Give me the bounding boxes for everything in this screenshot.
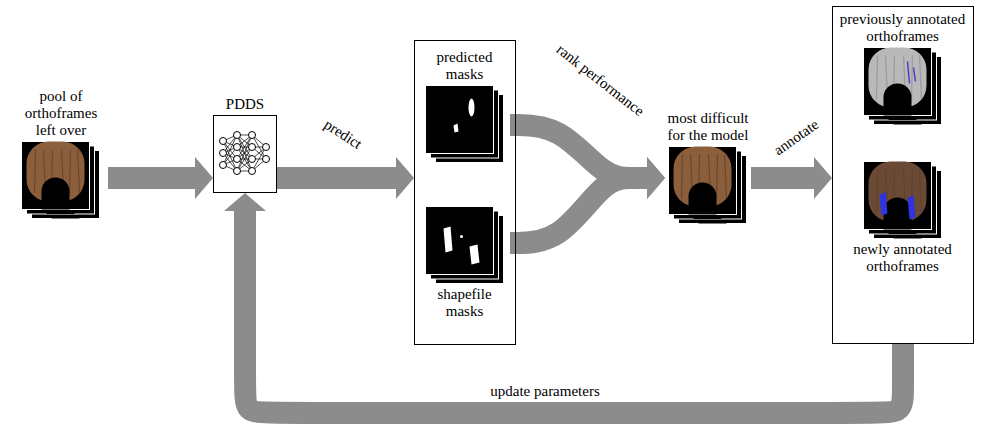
- network-neuron: [263, 144, 270, 151]
- image-stack-picture: [425, 206, 505, 284]
- pipe-notch: [689, 183, 717, 215]
- wood-grain: [70, 150, 71, 194]
- defect-mark: [907, 196, 915, 220]
- flow-ribbon: [751, 167, 814, 189]
- image-stack: newly annotated orthoframes: [837, 159, 968, 275]
- arrow-head: [195, 157, 213, 199]
- image-stack-picture: [863, 47, 943, 125]
- flow-arrow: [277, 157, 414, 199]
- flow-arrow: [108, 157, 213, 199]
- mask-stack: predicted masks: [419, 49, 510, 165]
- defect-mark: [907, 62, 909, 84]
- mask-blob: [468, 99, 474, 117]
- arrow-head: [224, 193, 266, 211]
- network-neuron: [249, 168, 256, 175]
- network-neuron: [220, 150, 227, 157]
- frame-ground: [22, 142, 90, 210]
- image-stack-picture: [668, 146, 748, 224]
- flow-ribbon: [245, 211, 903, 413]
- network-neuron: [249, 144, 256, 151]
- edge-label: rank performance: [553, 41, 647, 120]
- mask-blob: [443, 227, 452, 253]
- flow-ribbon: [277, 167, 396, 189]
- network-neuron: [234, 144, 241, 151]
- edge-label: annotate: [770, 115, 821, 158]
- mask-blob: [469, 245, 479, 265]
- node-label: predicted masks: [419, 49, 510, 83]
- wood-grain: [717, 155, 718, 199]
- model-box: PDDS: [213, 96, 277, 193]
- wood-grain: [876, 170, 877, 214]
- network-neuron: [234, 156, 241, 163]
- arrow-head: [396, 157, 414, 199]
- network-neuron: [249, 132, 256, 139]
- arrow-head: [647, 157, 665, 199]
- edge-label: predict: [321, 116, 365, 153]
- frame-ground: [863, 162, 931, 230]
- defect-mark: [913, 68, 915, 82]
- node-label: pool of orthoframes left over: [14, 88, 108, 139]
- frame-ground: [425, 207, 493, 275]
- flow-arrow: [510, 157, 665, 243]
- wood-grain: [682, 155, 683, 199]
- arrow-head: [647, 157, 665, 199]
- wood-grain: [78, 150, 80, 194]
- network-link: [237, 135, 252, 171]
- network-neuron: [249, 156, 256, 163]
- image-stack-picture: [425, 85, 505, 163]
- image-stack-picture: [21, 141, 101, 219]
- mask-blob: [453, 124, 458, 133]
- wood-grain: [876, 56, 877, 100]
- image-stack: most difficult for the model: [665, 110, 751, 226]
- wood-grain: [919, 170, 921, 214]
- image-layer: [863, 48, 931, 116]
- group-box: predicted masks shapefile masks: [414, 40, 516, 345]
- flow-arrow: [224, 193, 903, 413]
- network-neuron: [234, 132, 241, 139]
- node-label: newly annotated orthoframes: [837, 241, 968, 275]
- network-neuron: [263, 156, 270, 163]
- network-neuron: [234, 168, 241, 175]
- node-label: PDDS: [213, 96, 277, 113]
- frame-ground: [425, 86, 493, 154]
- flow-arrow: [751, 157, 832, 199]
- image-layer: [669, 147, 737, 215]
- frame-ground: [863, 48, 931, 116]
- node-label: most difficult for the model: [665, 110, 751, 144]
- defect-mark: [879, 192, 887, 216]
- node-label: shapefile masks: [419, 286, 510, 320]
- network-icon: [214, 116, 275, 191]
- wood-grain: [919, 56, 921, 100]
- arrow-head: [814, 157, 832, 199]
- image-layer: [863, 162, 931, 230]
- image-layer: [425, 207, 493, 275]
- pipe-notch: [42, 178, 70, 210]
- wood-grain: [911, 56, 912, 100]
- wood-grain: [725, 155, 727, 199]
- image-stack: previously annotated orthoframes: [837, 11, 968, 127]
- model-frame: [213, 115, 277, 193]
- flow-ribbon: [510, 178, 647, 243]
- image-layer: [425, 86, 493, 154]
- image-layer: [22, 142, 90, 210]
- group-box: previously annotated orthoframes newly an…: [832, 6, 974, 344]
- frame-ground: [669, 147, 737, 215]
- network-neuron: [220, 162, 227, 169]
- flow-ribbon: [108, 167, 195, 189]
- network-neuron: [220, 138, 227, 145]
- node-label: previously annotated orthoframes: [837, 11, 968, 45]
- edge-label: update parameters: [490, 383, 600, 400]
- pipe-notch: [883, 84, 911, 116]
- image-stack: pool of orthoframes left over: [14, 88, 108, 221]
- network-link: [237, 135, 252, 171]
- pipe-notch: [883, 198, 911, 230]
- mask-stack: shapefile masks: [419, 204, 510, 320]
- image-stack-picture: [863, 161, 943, 239]
- wood-grain: [35, 150, 36, 194]
- mask-blob: [460, 235, 463, 238]
